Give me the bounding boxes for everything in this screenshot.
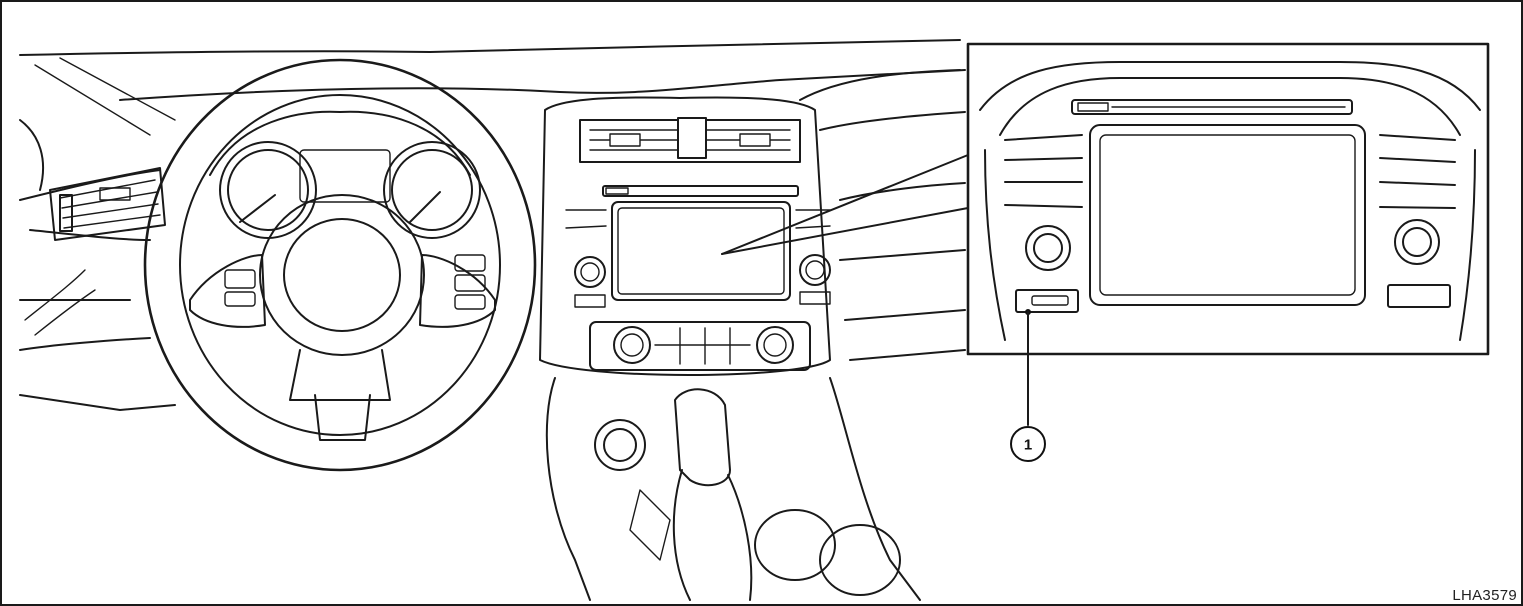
inset-detail [966,42,1490,426]
figure-code: LHA3579 [1452,587,1517,604]
zoom-pointer [721,154,969,255]
steering-wheel [143,58,537,472]
left-air-vent [49,167,166,241]
callout-number: 1 [1024,437,1032,454]
center-console [545,377,921,601]
center-stack [539,96,831,376]
right-dashboard [799,69,966,361]
callout-1: 1 [1010,426,1046,462]
dashboard-outline [19,39,966,411]
